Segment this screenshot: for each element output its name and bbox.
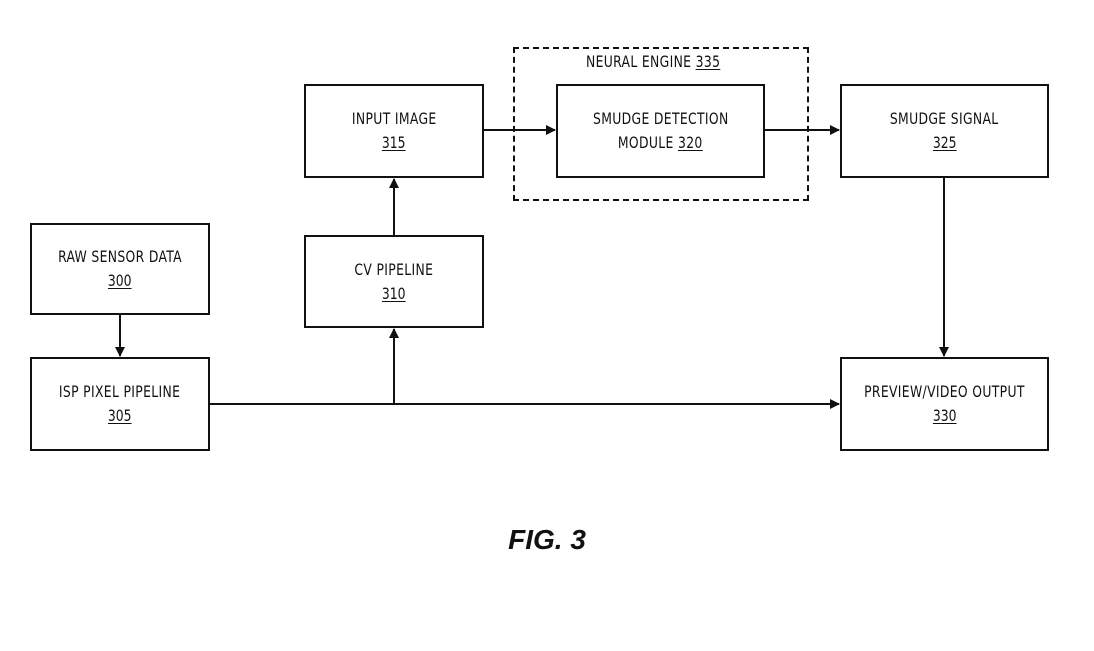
input-image-box: INPUT IMAGE 315 xyxy=(304,84,484,178)
smudge-signal-box: SMUDGE SIGNAL 325 xyxy=(840,84,1049,178)
smudge-detection-module-box: SMUDGE DETECTION MODULE 320 xyxy=(556,84,765,178)
smudge-detection-label: SMUDGE DETECTION xyxy=(592,109,729,128)
neural-engine-title: NEURAL ENGINE 335 xyxy=(586,52,720,72)
smudge-signal-label: SMUDGE SIGNAL xyxy=(890,109,999,128)
input-image-label: INPUT IMAGE xyxy=(351,109,437,128)
cv-pipeline-box: CV PIPELINE 310 xyxy=(304,235,484,328)
isp-pixel-pipeline-number: 305 xyxy=(108,406,132,425)
cv-pipeline-label: CV PIPELINE xyxy=(354,259,434,279)
cv-pipeline-number: 310 xyxy=(382,283,406,303)
preview-video-output-number: 330 xyxy=(932,406,957,425)
raw-sensor-data-number: 300 xyxy=(108,271,132,290)
isp-pixel-pipeline-box: ISP PIXEL PIPELINE 305 xyxy=(30,357,210,451)
smudge-signal-number: 325 xyxy=(932,133,957,152)
preview-video-output-box: PREVIEW/VIDEO OUTPUT 330 xyxy=(840,357,1049,451)
neural-engine-number: 335 xyxy=(695,52,721,71)
preview-video-output-label: PREVIEW/VIDEO OUTPUT xyxy=(864,382,1025,401)
smudge-detection-module-line: MODULE 320 xyxy=(618,131,703,155)
isp-pixel-pipeline-label: ISP PIXEL PIPELINE xyxy=(59,382,181,401)
input-image-number: 315 xyxy=(382,133,406,152)
neural-engine-label: NEURAL ENGINE xyxy=(586,52,692,71)
smudge-detection-number: 320 xyxy=(678,133,703,152)
neural-engine-group xyxy=(513,47,809,201)
raw-sensor-data-box: RAW SENSOR DATA 300 xyxy=(30,223,210,315)
figure-caption: FIG. 3 xyxy=(508,524,586,555)
smudge-detection-module-label: MODULE xyxy=(618,133,674,152)
raw-sensor-data-label: RAW SENSOR DATA xyxy=(58,247,182,266)
